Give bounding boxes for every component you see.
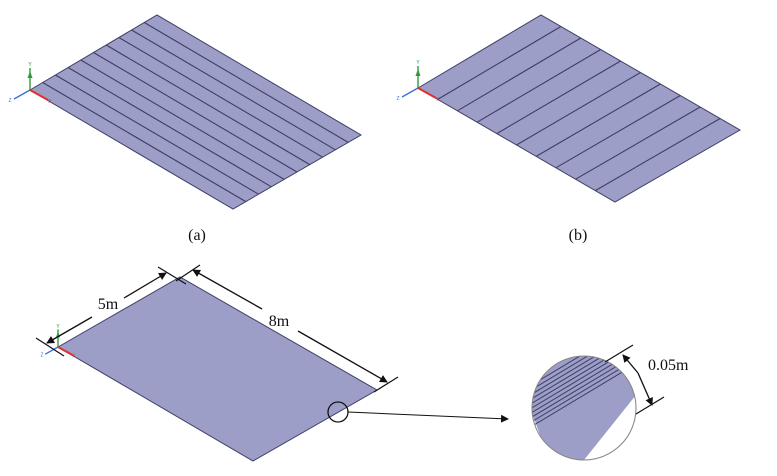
detail-leader-arrow bbox=[347, 411, 509, 423]
strip-line bbox=[42, 82, 247, 203]
strip-line bbox=[516, 72, 641, 146]
strip-line bbox=[555, 95, 681, 169]
panel-c: Y Z X 5m 8m bbox=[35, 264, 689, 462]
z-axis-label: Z bbox=[40, 353, 43, 359]
x-axis-label: X bbox=[436, 97, 440, 103]
y-arrowhead-icon bbox=[415, 69, 421, 76]
dimension-arrow bbox=[192, 269, 263, 310]
magnified-detail: 0.05m bbox=[531, 344, 689, 461]
width-label: 5m bbox=[98, 296, 119, 313]
strip-line bbox=[496, 60, 621, 135]
x-axis-icon bbox=[417, 87, 437, 99]
strip-line bbox=[595, 118, 721, 192]
extension-line bbox=[604, 344, 634, 363]
strip-line bbox=[131, 29, 336, 151]
layer-line bbox=[532, 356, 636, 398]
strip-line bbox=[535, 83, 661, 157]
layer-line bbox=[532, 360, 636, 434]
y-arrowhead-icon bbox=[27, 71, 33, 78]
strip-line bbox=[55, 74, 259, 195]
dimension-width: 5m bbox=[35, 266, 187, 357]
strip-line bbox=[144, 22, 349, 143]
length-label: 8m bbox=[269, 313, 290, 330]
y-axis-label: Y bbox=[56, 324, 60, 330]
z-axis-label: Z bbox=[8, 98, 11, 104]
dimension-arrow bbox=[46, 316, 93, 344]
strip-lines-a bbox=[42, 22, 349, 203]
strip-line bbox=[67, 67, 272, 188]
axis-triad-a: Y Z X bbox=[8, 62, 52, 105]
axis-triad-b: Y Z X bbox=[396, 60, 440, 103]
extension-line bbox=[157, 266, 187, 285]
dimension-arrow bbox=[297, 330, 388, 383]
strip-line bbox=[118, 37, 323, 158]
extension-line bbox=[175, 264, 201, 282]
dimension-arrow bbox=[637, 372, 653, 406]
layer-line bbox=[532, 356, 636, 407]
z-axis-icon bbox=[401, 87, 419, 98]
dimension-arrow bbox=[123, 272, 167, 299]
x-axis-icon bbox=[57, 346, 73, 356]
panel-a: Y Z X (a) bbox=[8, 14, 362, 244]
extension-line bbox=[35, 337, 65, 357]
z-axis-label: Z bbox=[396, 96, 399, 102]
strip-line bbox=[457, 37, 582, 112]
strip-line bbox=[437, 26, 562, 100]
caption-b: (b) bbox=[569, 227, 588, 244]
dimension-length: 8m bbox=[175, 264, 399, 393]
z-axis-icon bbox=[13, 89, 31, 100]
panel-b: Y Z X (b) bbox=[396, 14, 742, 244]
dimension-arrow bbox=[622, 354, 639, 374]
thickness-label: 0.05m bbox=[648, 357, 689, 374]
strip-line bbox=[93, 52, 298, 173]
strip-line bbox=[80, 59, 285, 180]
y-axis-label: Y bbox=[416, 60, 420, 66]
strip-lines-b bbox=[437, 26, 721, 192]
caption-a: (a) bbox=[188, 227, 206, 244]
magnified-circle-outline bbox=[531, 355, 637, 461]
z-axis-icon bbox=[44, 346, 59, 355]
strip-line bbox=[105, 44, 311, 166]
layer-line bbox=[532, 356, 636, 416]
x-axis-label: X bbox=[48, 99, 52, 105]
y-axis-label: Y bbox=[28, 62, 32, 68]
axis-triad-c: Y Z X bbox=[40, 324, 76, 360]
layer-line bbox=[532, 356, 636, 402]
extension-line bbox=[373, 376, 399, 393]
x-axis-icon bbox=[29, 89, 49, 101]
x-axis-label: X bbox=[72, 353, 76, 359]
layer-line bbox=[532, 356, 636, 411]
strip-line bbox=[575, 106, 701, 180]
strip-line bbox=[476, 49, 601, 123]
